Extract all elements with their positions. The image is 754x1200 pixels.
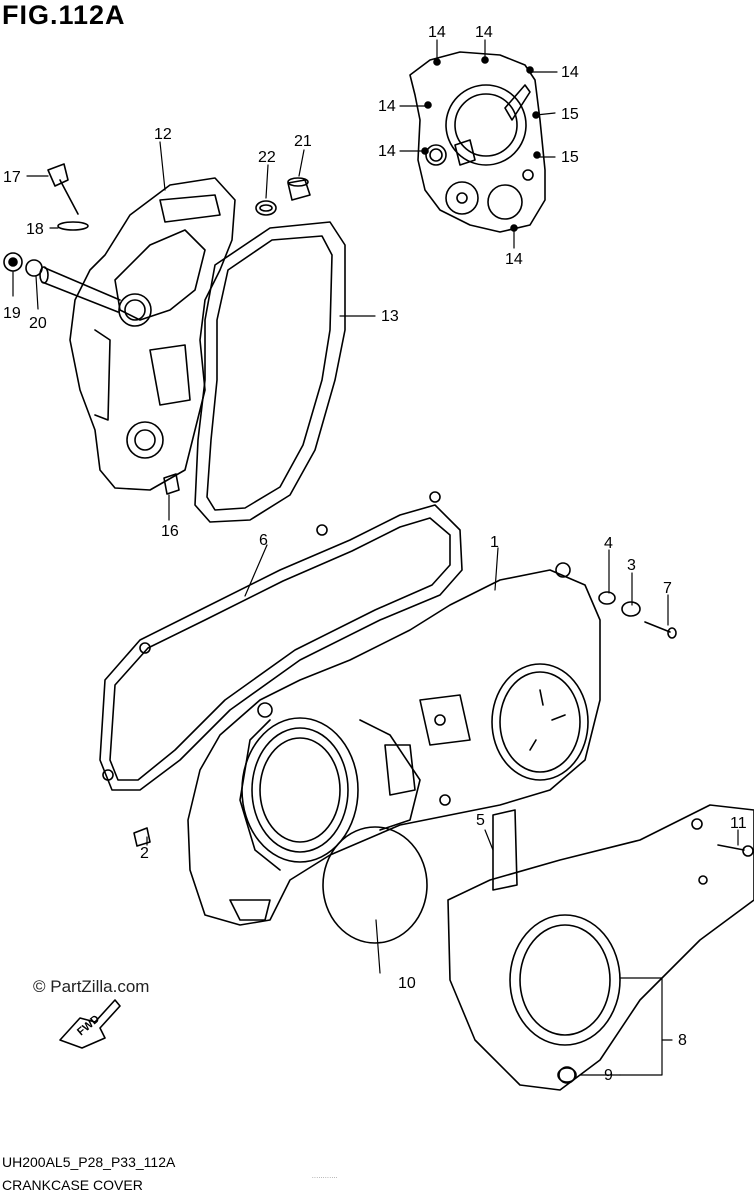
cover-gasket	[99, 491, 463, 791]
callout-6: 6	[259, 532, 268, 549]
drawing-code: UH200AL5_P28_P33_112A	[2, 1154, 176, 1170]
callout-labels: 1 2 3 4 5 6 7 8 9 10 11 12 13 14 14 14 1…	[3, 24, 747, 1084]
callout-12: 12	[154, 126, 172, 143]
callout-15-upper: 15	[561, 106, 579, 123]
outer-cover	[447, 804, 754, 1091]
callout-14-top-left: 14	[428, 24, 446, 41]
callout-14-left-upper: 14	[378, 98, 396, 115]
microtext: ............	[312, 1174, 339, 1180]
leader-lines	[12, 39, 739, 1076]
callout-8: 8	[678, 1032, 687, 1049]
transmission-cover	[187, 562, 601, 926]
filter-disc-and-strip	[322, 809, 518, 944]
gasket	[194, 221, 346, 523]
callout-17: 17	[3, 169, 21, 186]
callout-19: 19	[3, 305, 21, 322]
drawing-name: CRANKCASE COVER	[2, 1177, 143, 1193]
callout-9: 9	[604, 1067, 613, 1084]
watermark-text: © PartZilla.com	[33, 977, 150, 996]
callout-4: 4	[604, 535, 613, 552]
figure-title: FIG.112A	[2, 0, 126, 30]
callout-20: 20	[29, 315, 47, 332]
callout-13: 13	[381, 308, 399, 325]
callout-5: 5	[476, 812, 485, 829]
callout-14-left-lower: 14	[378, 143, 396, 160]
callout-21: 21	[294, 133, 312, 150]
callout-14-bottom: 14	[505, 251, 523, 268]
callout-18: 18	[26, 221, 44, 238]
callout-2: 2	[140, 845, 149, 862]
callout-10: 10	[398, 975, 416, 992]
callout-11: 11	[730, 815, 747, 832]
fasteners	[133, 591, 754, 1083]
callout-15-lower: 15	[561, 149, 579, 166]
callout-3: 3	[627, 557, 636, 574]
callout-16: 16	[161, 523, 179, 540]
crankcase-cover-inset	[409, 51, 546, 233]
fwd-arrow	[59, 999, 121, 1049]
callout-7: 7	[663, 580, 672, 597]
callout-14-right: 14	[561, 64, 579, 81]
callout-22: 22	[258, 149, 276, 166]
crankcase-half	[39, 177, 236, 491]
small-parts	[3, 163, 311, 495]
callout-14-top-center: 14	[475, 24, 493, 41]
callout-1: 1	[490, 534, 499, 551]
